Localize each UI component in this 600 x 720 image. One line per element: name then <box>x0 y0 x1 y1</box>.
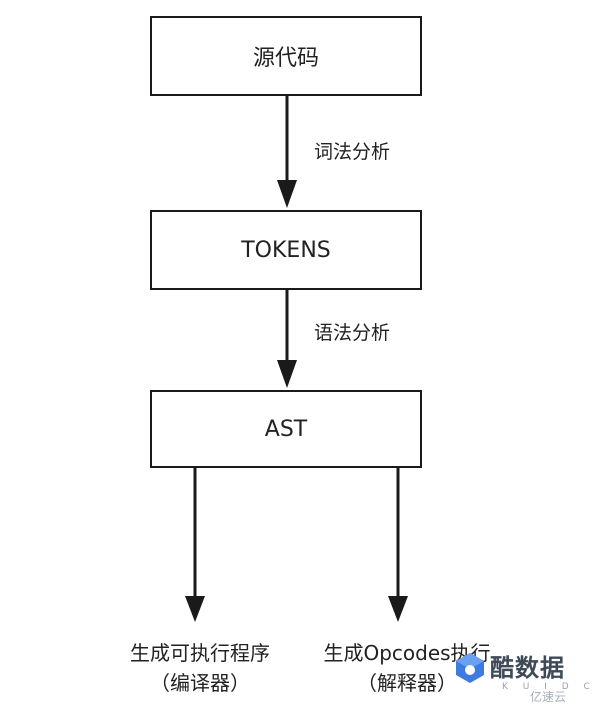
node-ast-label: AST <box>264 416 308 442</box>
node-tokens-label: TOKENS <box>241 237 331 263</box>
arrowhead-source-to-tokens <box>277 180 297 208</box>
edge-label-syntax-analysis: 语法分析 <box>314 322 391 344</box>
watermark-secondary: 亿速云 <box>530 690 567 704</box>
kuidc-logo-icon <box>456 653 484 683</box>
arrowhead-ast-to-compile <box>185 596 205 622</box>
watermark-sub: K U I D C <box>502 682 596 692</box>
output-interpreter-line2: （解释器） <box>357 671 457 695</box>
output-compiler-line2: （编译器） <box>150 671 250 695</box>
output-compiler-line1: 生成可执行程序 <box>130 641 270 665</box>
node-ast: AST <box>150 390 422 468</box>
arrowhead-ast-to-opcode <box>388 596 408 622</box>
output-interpreter: 生成Opcodes执行 （解释器） <box>293 638 521 698</box>
node-source-code-label: 源代码 <box>252 46 319 71</box>
node-tokens: TOKENS <box>150 210 422 290</box>
output-compiler: 生成可执行程序 （编译器） <box>100 638 300 698</box>
watermark: 酷数据 K U I D C <box>452 646 592 710</box>
node-source-code: 源代码 <box>150 16 422 96</box>
arrowhead-tokens-to-ast <box>277 360 297 388</box>
edge-label-lexical-analysis: 词法分析 <box>314 141 391 163</box>
watermark-brand: 酷数据 <box>490 654 565 682</box>
